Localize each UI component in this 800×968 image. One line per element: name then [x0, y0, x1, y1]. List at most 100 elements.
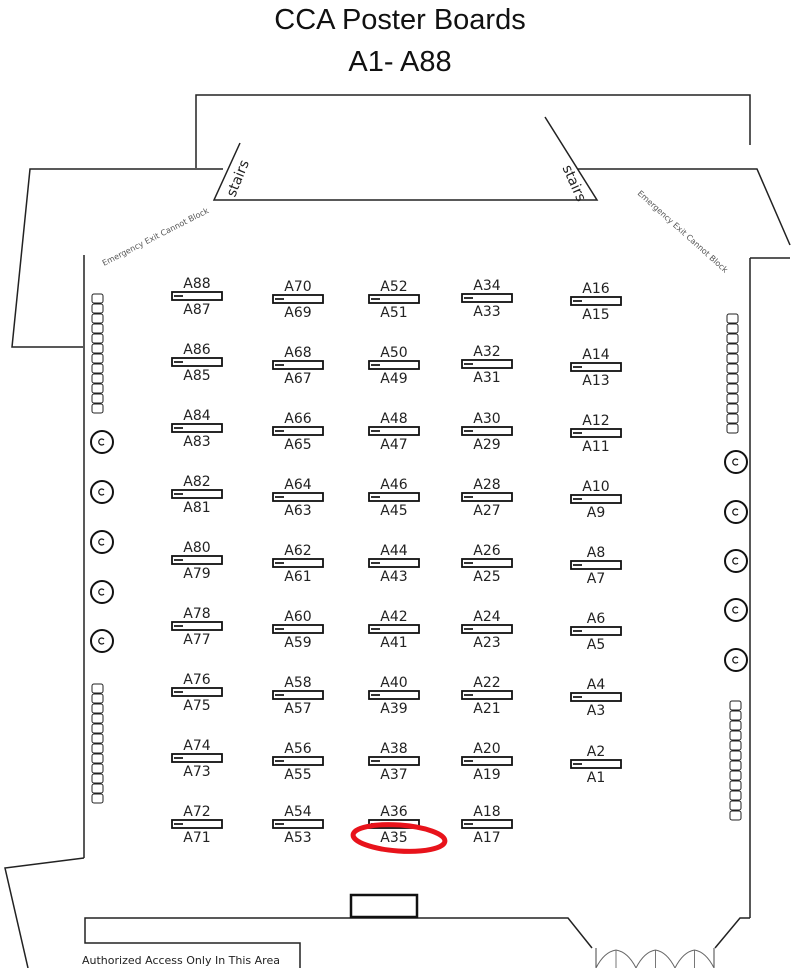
board-marker [371, 364, 380, 366]
board-rect [368, 558, 420, 568]
board-label-bottom: A19 [473, 767, 500, 783]
board-marker [371, 760, 380, 762]
board-rect [171, 819, 223, 829]
round-table-icon [724, 450, 748, 474]
board-marker [464, 760, 473, 762]
board-label-bottom: A61 [284, 569, 311, 585]
board-marker [174, 691, 183, 693]
board-rect [461, 819, 513, 829]
chair [91, 733, 104, 744]
chair [91, 793, 104, 804]
map-title: CCA Poster Boards [274, 4, 526, 36]
board-label-bottom: A65 [284, 437, 311, 453]
chair [729, 740, 742, 751]
round-table-icon [90, 480, 114, 504]
board-marker [275, 823, 284, 825]
board-label-top: A8 [587, 545, 605, 561]
board-rect [272, 360, 324, 370]
chair [726, 323, 739, 334]
board-label-top: A10 [582, 479, 609, 495]
stairs-area: stairs stairs [212, 116, 599, 204]
chair [91, 723, 104, 734]
table [349, 893, 419, 919]
board-marker [275, 298, 284, 300]
board-rect [368, 360, 420, 370]
board-marker [371, 562, 380, 564]
board-label-top: A50 [380, 345, 407, 361]
chair [91, 333, 104, 344]
chair [91, 763, 104, 774]
chair [91, 383, 104, 394]
board-label-top: A62 [284, 543, 311, 559]
board-rect [461, 690, 513, 700]
board-label-bottom: A77 [183, 632, 210, 648]
board-label-bottom: A7 [587, 571, 605, 587]
board-label-top: A38 [380, 741, 407, 757]
board-label-top: A64 [284, 477, 311, 493]
board-marker [174, 625, 183, 627]
board-marker [573, 696, 582, 698]
chair-stack-right-bottom [729, 700, 742, 821]
board-marker [174, 559, 183, 561]
board-label-bottom: A35 [380, 830, 407, 846]
board-label-top: A52 [380, 279, 407, 295]
board-label-bottom: A63 [284, 503, 311, 519]
board-rect [171, 357, 223, 367]
board-label-top: A36 [380, 804, 407, 820]
board-rect [272, 558, 324, 568]
board-label-top: A46 [380, 477, 407, 493]
board-label-bottom: A67 [284, 371, 311, 387]
board-label-bottom: A51 [380, 305, 407, 321]
chair [91, 783, 104, 794]
board-rect [570, 494, 622, 504]
chair [91, 353, 104, 364]
board-rect [368, 426, 420, 436]
board-rect [171, 555, 223, 565]
board-label-top: A66 [284, 411, 311, 427]
board-label-top: A60 [284, 609, 311, 625]
board-label-top: A74 [183, 738, 210, 754]
round-table-icon [724, 648, 748, 672]
board-label-bottom: A87 [183, 302, 210, 318]
board-rect [272, 756, 324, 766]
board-marker [573, 366, 582, 368]
chair-stack-right-top [726, 313, 739, 434]
board-marker [573, 763, 582, 765]
board-label-top: A6 [587, 611, 606, 627]
chair [726, 393, 739, 404]
chair [729, 750, 742, 761]
board-rect [570, 626, 622, 636]
board-label-bottom: A85 [183, 368, 210, 384]
board-rect [461, 359, 513, 369]
chair [726, 413, 739, 424]
chair [91, 373, 104, 384]
board-rect [570, 362, 622, 372]
chair [729, 720, 742, 731]
board-label-top: A22 [473, 675, 500, 691]
board-marker [275, 628, 284, 630]
board-label-top: A28 [473, 477, 500, 493]
board-label-top: A14 [582, 347, 609, 363]
board-rect [272, 624, 324, 634]
board-rect [368, 492, 420, 502]
board-label-bottom: A9 [587, 505, 605, 521]
chair [91, 743, 104, 754]
board-label-bottom: A41 [380, 635, 407, 651]
chair [726, 373, 739, 384]
board-label-top: A40 [380, 675, 407, 691]
chair [729, 700, 742, 711]
